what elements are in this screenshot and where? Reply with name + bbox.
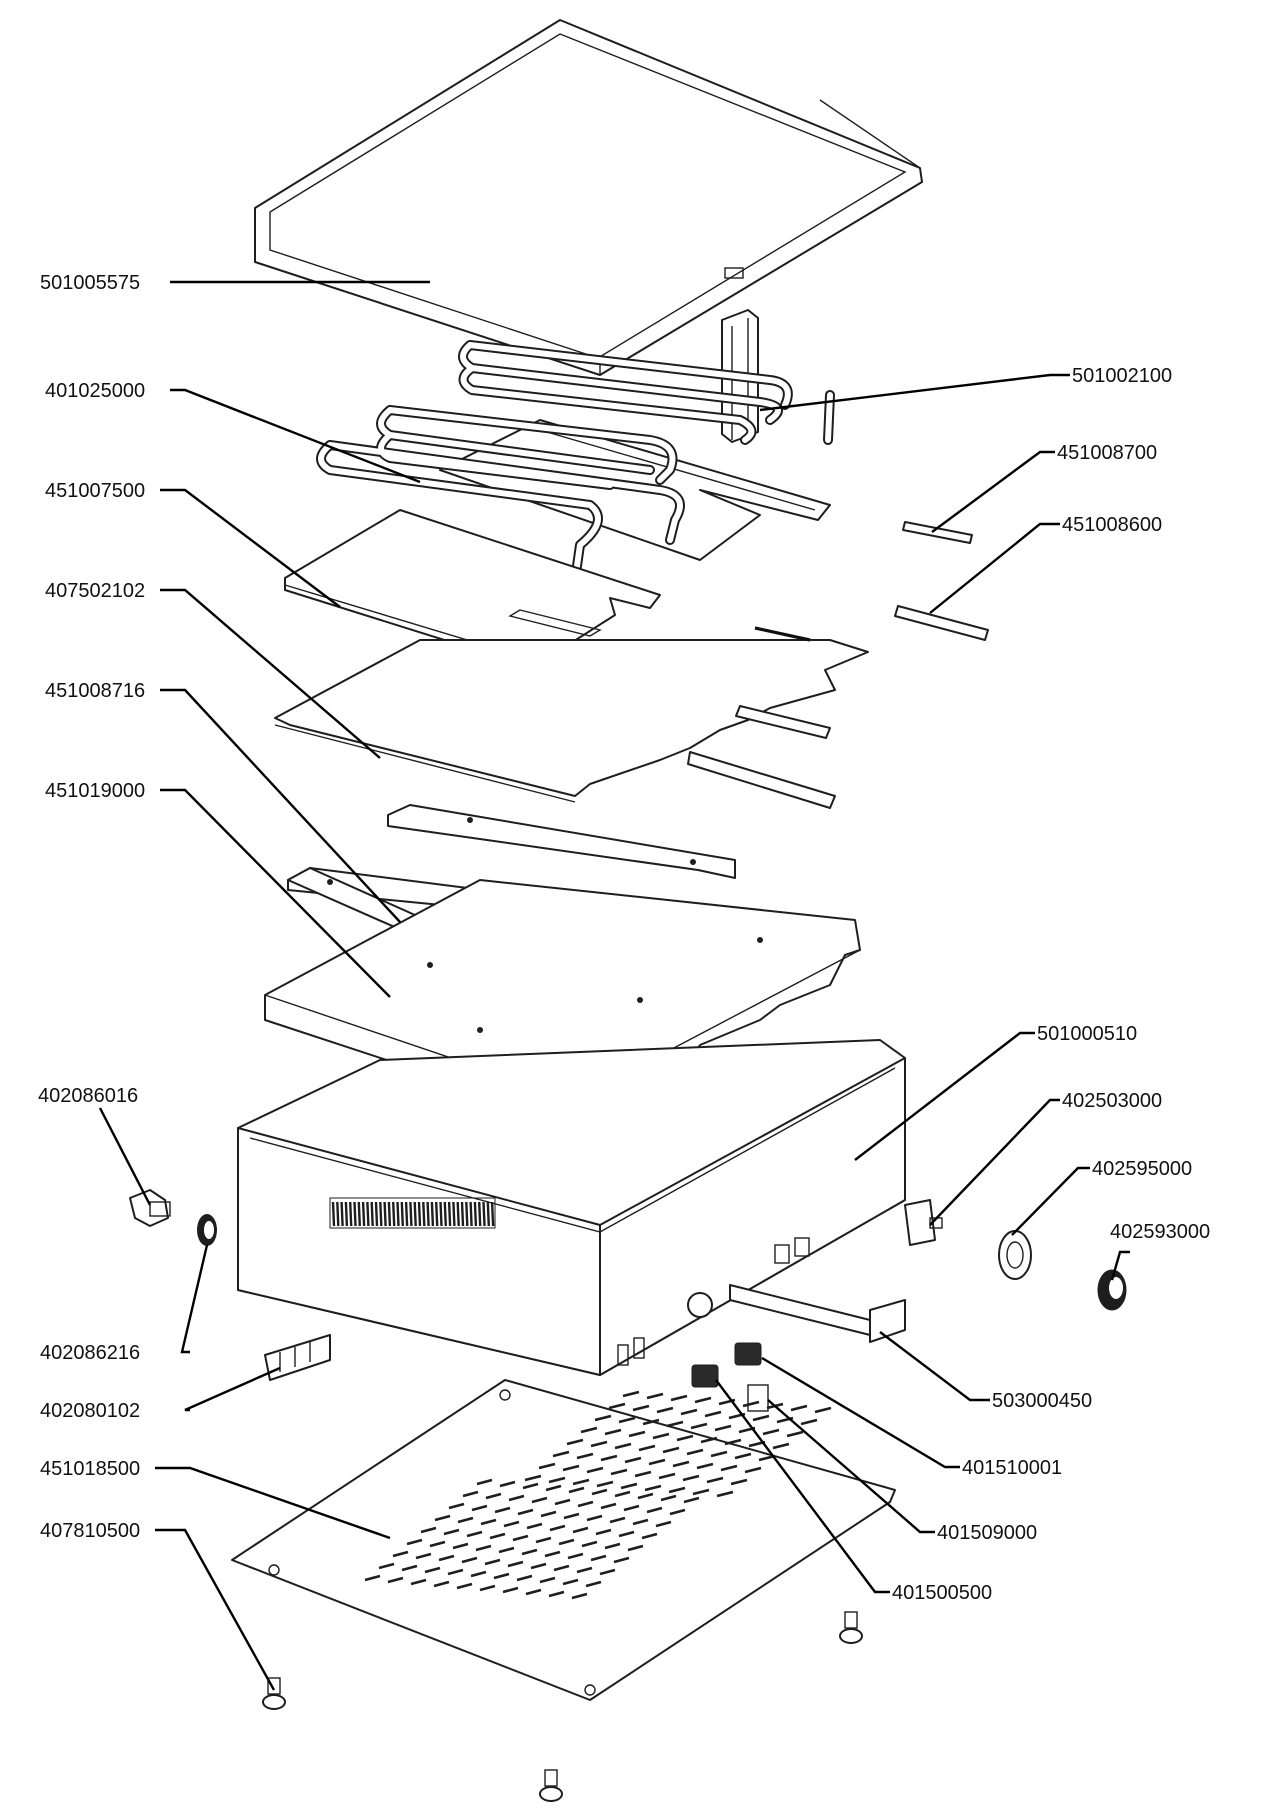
lamp-401500500 bbox=[691, 1364, 719, 1388]
foot-left bbox=[262, 1677, 286, 1710]
spacer-bars bbox=[687, 521, 989, 809]
label-402086016: 402086016 bbox=[38, 1085, 138, 1107]
label-451018500: 451018500 bbox=[40, 1458, 140, 1480]
label-402086216: 402086216 bbox=[40, 1342, 140, 1364]
label-501005575: 501005575 bbox=[40, 272, 140, 294]
crossbar-handle bbox=[729, 1284, 906, 1343]
griddle-plate bbox=[254, 19, 923, 376]
label-401025000: 401025000 bbox=[45, 380, 145, 402]
switch-401510001 bbox=[734, 1342, 762, 1366]
label-503000450: 503000450 bbox=[992, 1390, 1092, 1412]
label-451008600: 451008600 bbox=[1062, 514, 1162, 536]
label-501002100: 501002100 bbox=[1072, 365, 1172, 387]
thermostat-switch bbox=[904, 1199, 943, 1246]
bracket-401509000 bbox=[747, 1384, 769, 1412]
terminal-block bbox=[264, 1334, 331, 1381]
label-402080102: 402080102 bbox=[40, 1400, 140, 1422]
label-451007500: 451007500 bbox=[45, 480, 145, 502]
foot-front bbox=[539, 1769, 563, 1802]
heating-element-lower bbox=[316, 405, 685, 585]
label-401500500: 401500500 bbox=[892, 1582, 992, 1604]
main-chassis bbox=[237, 1039, 906, 1376]
part-number-labels: 501005575 401025000 451007500 407502102 … bbox=[38, 272, 1210, 1604]
label-451008716: 451008716 bbox=[45, 680, 145, 702]
label-402503000: 402503000 bbox=[1062, 1090, 1162, 1112]
label-451008700: 451008700 bbox=[1057, 442, 1157, 464]
control-knob bbox=[1097, 1269, 1127, 1311]
heat-shield-plate bbox=[274, 626, 869, 803]
foot-right bbox=[839, 1611, 863, 1644]
leader-lines bbox=[98, 280, 1130, 1691]
label-402595000: 402595000 bbox=[1092, 1158, 1192, 1180]
label-402593000: 402593000 bbox=[1110, 1221, 1210, 1243]
heating-element-upper bbox=[458, 340, 835, 445]
label-401509000: 401509000 bbox=[937, 1522, 1037, 1544]
chassis-vent-slots bbox=[329, 1197, 496, 1229]
label-407502102: 407502102 bbox=[45, 580, 145, 602]
label-407810500: 407810500 bbox=[40, 1520, 140, 1542]
cable-gland bbox=[129, 1189, 171, 1227]
bottom-plate bbox=[231, 1379, 896, 1701]
label-501000510: 501000510 bbox=[1037, 1023, 1137, 1045]
label-401510001: 401510001 bbox=[962, 1457, 1062, 1479]
label-451019000: 451019000 bbox=[45, 780, 145, 802]
gland-nut bbox=[197, 1214, 217, 1246]
knob-bezel bbox=[998, 1230, 1032, 1280]
